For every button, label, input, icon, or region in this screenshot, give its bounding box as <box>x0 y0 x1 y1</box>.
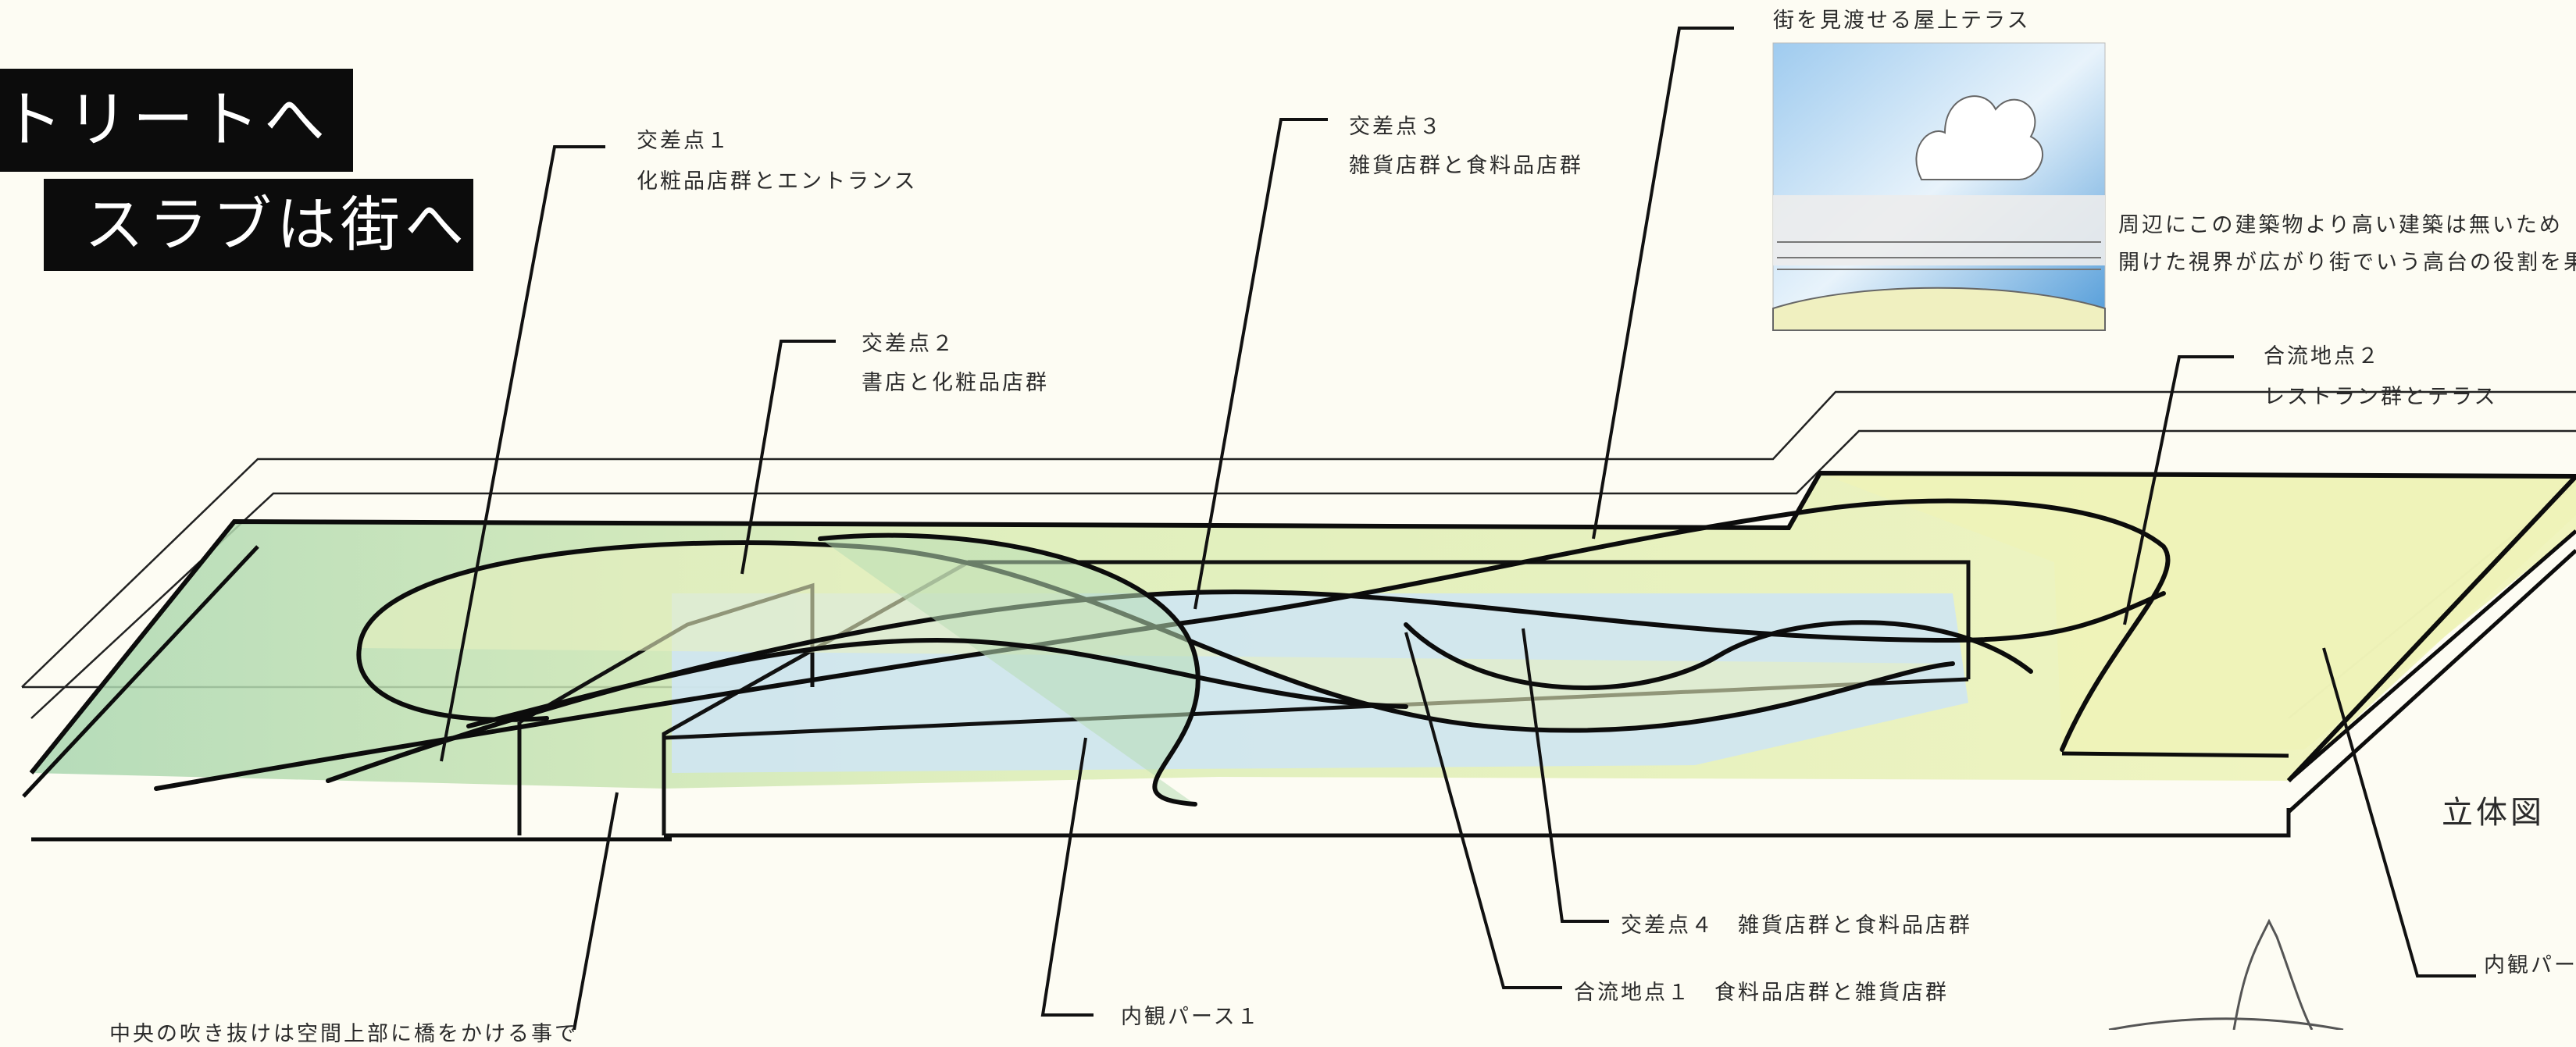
leader-lines <box>440 27 2476 1030</box>
callout-intersection-4: 交差点４ 雑貨店群と食料品店群 <box>1621 913 1972 938</box>
title-banner-street: ストリートへ <box>0 69 353 172</box>
title-line-2: スラブは街へ <box>84 190 469 259</box>
terrace-desc-line-2: 開けた視界が広がり街でいう高台の役割を果たす <box>2118 251 2576 275</box>
terrace-desc-line-1: 周辺にこの建築物より高い建築は無いため <box>2118 213 2563 237</box>
callout-interior-view-2: 内観パー <box>2484 953 2576 978</box>
title-banner-slab: スラブは街へ <box>44 179 473 271</box>
callout-interior-view-1: 内観パース１ <box>1121 1005 1261 1029</box>
lower-slab <box>22 470 2576 842</box>
terrace-title: 街を見渡せる屋上テラス <box>1773 9 2031 33</box>
callout-junction-1: 合流地点１ 食料品店群と雑貨店群 <box>1574 981 1949 1005</box>
figure-label: 立体図 <box>2442 795 2545 831</box>
callout-junction-2-title: 合流地点２ <box>2264 344 2381 369</box>
callout-intersection-3-desc: 雑貨店群と食料品店群 <box>1349 154 1583 178</box>
callout-intersection-1-title: 交差点１ <box>637 129 730 153</box>
tower-sketch <box>2108 918 2344 1030</box>
callout-junction-2-desc: レストラン群とテラス <box>2264 385 2498 409</box>
bottom-note: 中央の吹き抜けは空間上部に橋をかける事で <box>109 1022 578 1046</box>
terrace-sketch <box>1772 42 2106 331</box>
street-ribbons <box>154 498 2171 807</box>
callout-intersection-2-title: 交差点２ <box>862 332 955 356</box>
callout-intersection-1-desc: 化粧品店群とエントランス <box>637 169 918 194</box>
callout-intersection-2-desc: 書店と化粧品店群 <box>862 371 1049 395</box>
title-line-1: ストリートへ <box>0 85 330 155</box>
callout-intersection-3-title: 交差点３ <box>1349 115 1443 139</box>
